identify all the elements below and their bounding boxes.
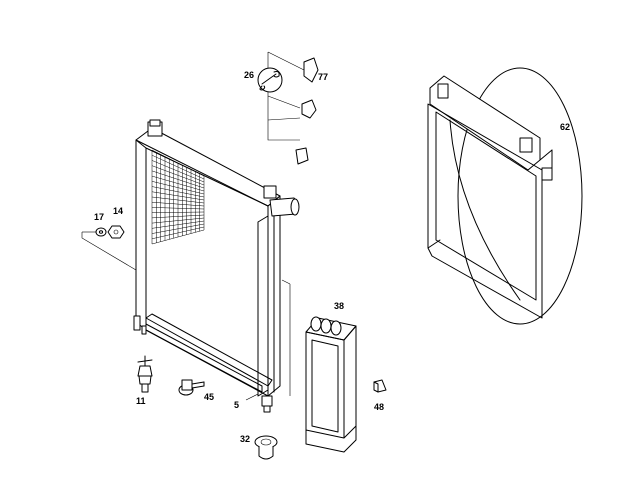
callout-5: 5: [234, 400, 240, 410]
radiator[interactable]: [133, 119, 300, 413]
callout-26: 26: [244, 70, 255, 80]
callout-45: 45: [204, 392, 215, 402]
callout-48: 48: [374, 402, 385, 412]
hose-clamp-middle: [301, 99, 317, 119]
clip: [373, 379, 387, 393]
callout-14: 14: [113, 206, 124, 216]
callout-38: 38: [334, 301, 345, 311]
radiator-fins: [151, 149, 205, 245]
fan-shroud-ring: [457, 67, 583, 325]
callout-77: 77: [318, 72, 329, 82]
callout-11: 11: [136, 396, 146, 406]
radiator-drain-plug: [261, 395, 273, 407]
nut: [107, 225, 125, 239]
callout-17: 17: [94, 212, 105, 222]
radiator-top-tank: [135, 127, 281, 207]
bolt: [178, 379, 205, 396]
drain-valve: [137, 355, 153, 393]
hose-clamp-lower: [295, 147, 309, 165]
callout-32: 32: [240, 434, 251, 444]
grommet: [254, 435, 278, 460]
callout-62: 62: [560, 122, 571, 132]
heater-pipes: [310, 316, 342, 336]
hose-clamp-upper: [303, 57, 319, 83]
clamp-assembly: [257, 51, 319, 165]
washer-nut-group: [81, 225, 137, 271]
fan-shroud[interactable]: [427, 67, 583, 325]
heater-core[interactable]: [305, 316, 357, 453]
